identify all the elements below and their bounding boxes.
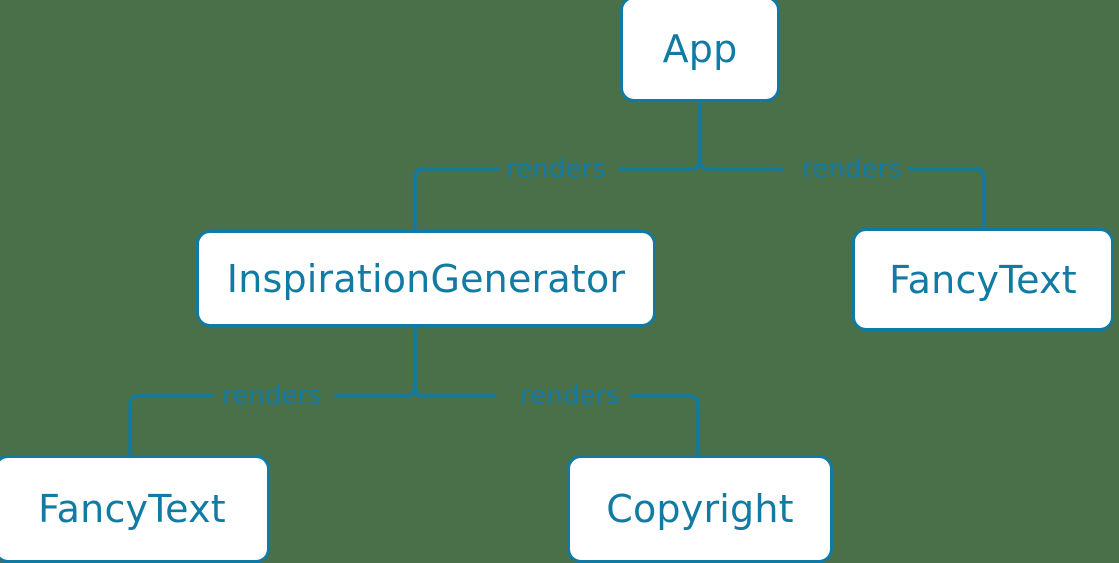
edge-app-fancyright [907,167,986,230]
edge-inspgen-copyright [630,394,700,457]
edge-inspgen-stem-right [413,325,497,398]
node-fancytext-right-label: FancyText [889,257,1077,302]
edge-app-stem-right [698,100,784,171]
edge-label-inspirationgenerator-copyright: renders [513,383,627,409]
edge-inspgen-stem [334,325,417,398]
node-copyright-label: Copyright [606,487,794,531]
edge-app-inspgen [413,167,500,232]
edge-app-stem [618,100,702,171]
node-app-label: App [662,27,738,71]
node-fancytext-right[interactable]: FancyText [852,228,1114,331]
edge-label-app-fancytext-right: renders [795,156,909,182]
node-fancytext-bottom-label: FancyText [38,487,226,531]
node-inspirationgenerator-label: InspirationGenerator [226,256,626,301]
edge-inspgen-fancybottom [128,394,214,457]
node-inspirationgenerator[interactable]: InspirationGenerator [196,230,656,327]
edge-label-app-inspirationgenerator: renders [499,156,613,182]
node-fancytext-bottom[interactable]: FancyText [0,455,270,563]
node-copyright[interactable]: Copyright [567,455,833,563]
edge-label-inspirationgenerator-fancytext-bottom: renders [215,383,329,409]
node-app[interactable]: App [620,0,780,102]
